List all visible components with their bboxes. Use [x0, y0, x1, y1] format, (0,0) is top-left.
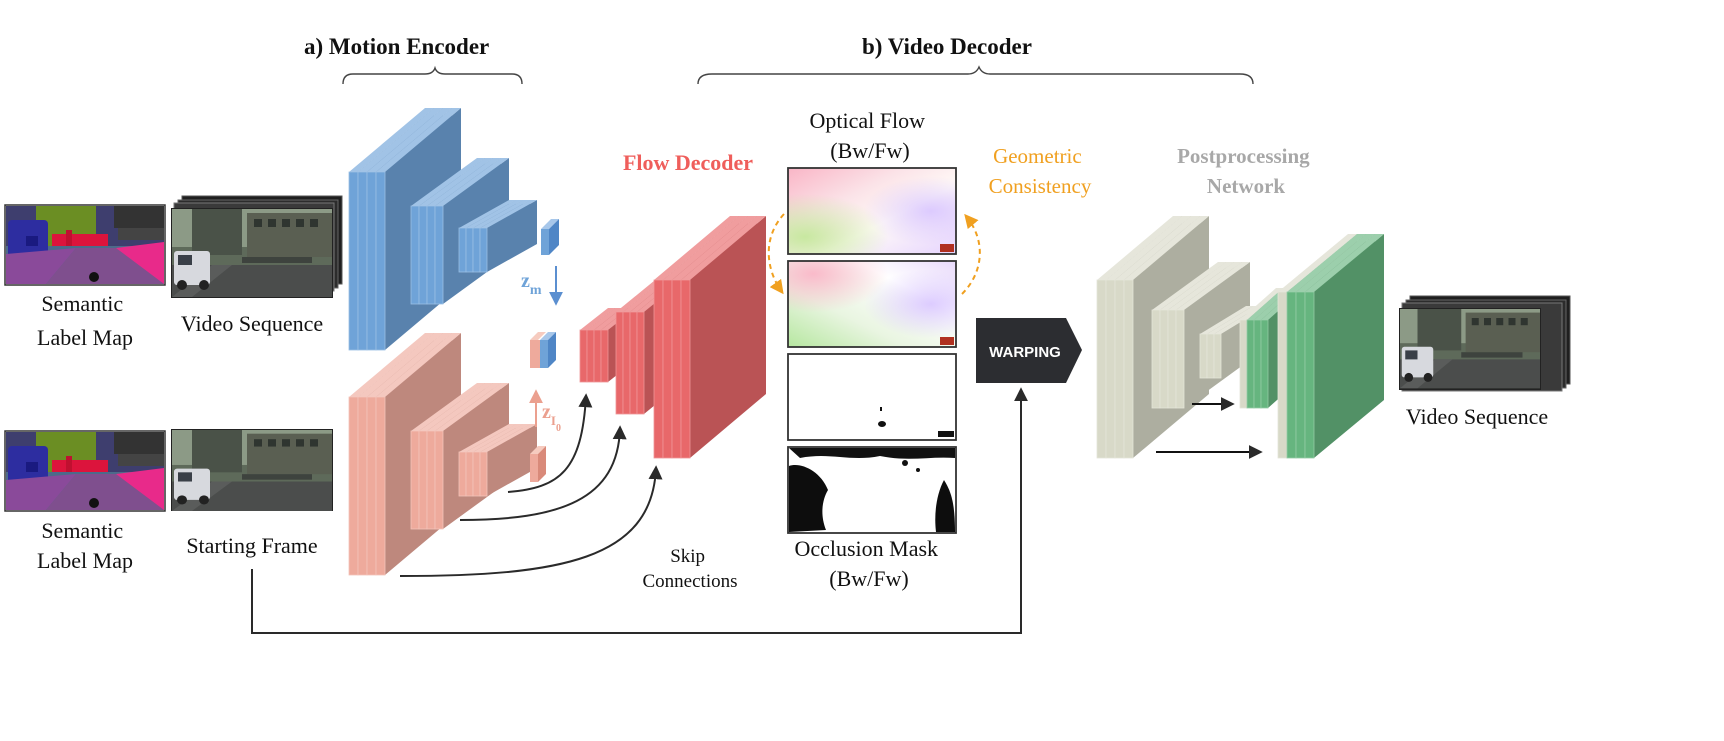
postprocessing-label: Postprocessing Network — [1177, 144, 1315, 198]
enc-blue-c-slab-4 — [479, 200, 537, 273]
occlusion-mask-forward-image — [787, 446, 957, 534]
optical-flow-label: Optical Flow (Bw/Fw) — [810, 108, 931, 163]
video-sequence-input-stack — [171, 195, 343, 298]
skip-connections-label: Skip Connections — [643, 546, 738, 592]
consistency-arrow-right — [961, 213, 981, 295]
flow-decoder-layers — [579, 216, 766, 459]
video-sequence-input-label: Video Sequence — [181, 311, 323, 336]
geometric-consistency-label: Geometric Consistency — [989, 144, 1092, 198]
consistency-arrow-left — [767, 213, 785, 295]
skip-connection-2 — [459, 425, 627, 521]
semantic-map-top — [4, 204, 166, 286]
postprocessing-network-layers — [1096, 216, 1384, 459]
brace-motion-encoder — [342, 65, 523, 85]
latent-zm-label: zm — [521, 270, 542, 298]
flow-decoder-label: Flow Decoder — [623, 150, 753, 175]
video-sequence-output-stack — [1399, 295, 1571, 392]
skip-connection-3 — [399, 465, 663, 577]
motion-encoder-pink-layers — [348, 333, 537, 576]
latent-zm-block — [541, 219, 559, 255]
enc-pink-c-slab-4 — [479, 424, 537, 497]
motion-encoder-blue-layers — [348, 108, 537, 351]
skip-connection-1 — [507, 393, 593, 493]
semantic-label-bottom: Semantic Label Map — [37, 518, 133, 573]
flow-c-slab-4 — [680, 216, 766, 459]
semantic-label-top: Semantic Label Map — [37, 291, 133, 350]
section-title-video-decoder: b) Video Decoder — [862, 34, 1032, 59]
optical-flow-backward-image — [787, 167, 957, 255]
starting-frame-image — [171, 429, 333, 511]
video-sequence-output-label: Video Sequence — [1406, 404, 1548, 429]
semantic-map-bottom — [4, 430, 166, 512]
optical-flow-forward-image — [787, 260, 957, 348]
latent-concat-block — [530, 332, 556, 368]
starting-frame-label: Starting Frame — [186, 533, 317, 558]
warping-block — [976, 318, 1082, 383]
latent-zi-block — [530, 446, 546, 482]
starting-frame-to-warping-connector — [251, 387, 1028, 634]
warping-label: WARPING — [989, 344, 1061, 361]
occlusion-mask-label: Occlusion Mask (Bw/Fw) — [794, 536, 943, 591]
occlusion-mask-backward-image — [787, 353, 957, 441]
latent-zi-label: zI0 — [542, 401, 561, 434]
post-green-b-slab-3 — [1304, 234, 1384, 459]
section-title-motion-encoder: a) Motion Encoder — [304, 34, 489, 59]
brace-video-decoder — [697, 65, 1254, 85]
